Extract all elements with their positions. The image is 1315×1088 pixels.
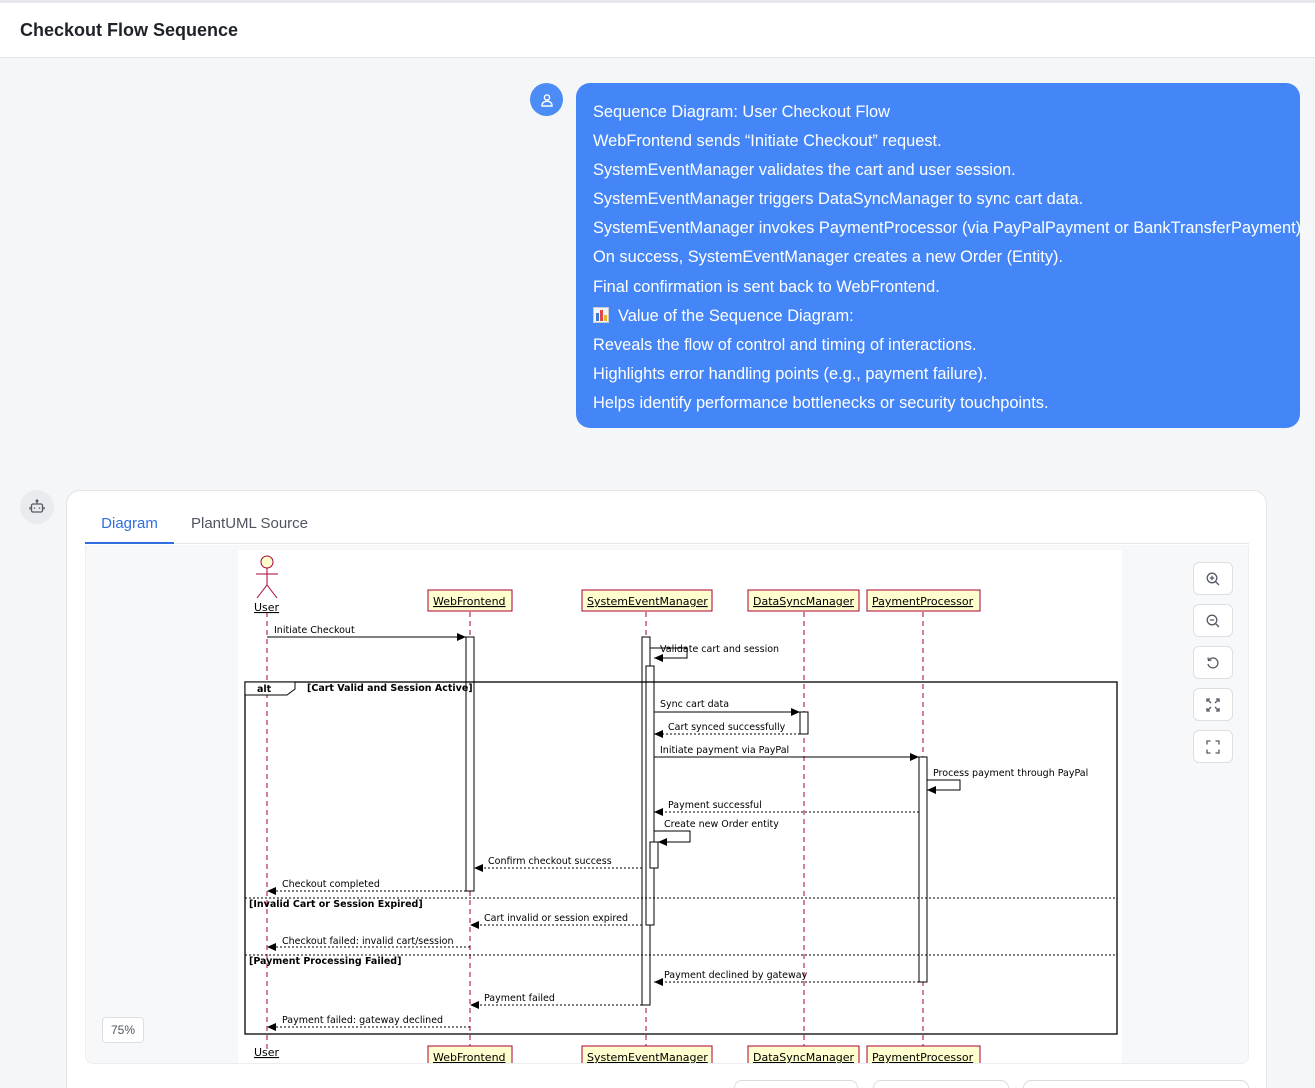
activation-bars [465,636,928,1006]
message-label: Create new Order entity [664,819,779,830]
alt-fragment [244,681,1118,1035]
user-avatar [530,83,563,116]
tab-plantuml-source[interactable]: PlantUML Source [191,515,308,532]
message-label: Checkout failed: invalid cart/session [282,936,453,947]
message-line: Sequence Diagram: User Checkout Flow [593,103,890,121]
arrow-heads [267,633,936,1031]
action-button[interactable] [873,1080,1009,1088]
participant-label-webfrontend: WebFrontend [433,595,506,608]
message-label: Payment successful [668,800,762,811]
message-label: Confirm checkout success [488,856,612,867]
tab-bar: Diagram PlantUML Source [85,505,1249,544]
fullscreen-icon [1206,739,1220,754]
top-border [0,0,1315,3]
message-arrows [267,636,961,1028]
diagram-canvas[interactable]: User WebFrontend SystemEventManager Data… [85,545,1249,1064]
zoom-out-button[interactable] [1193,604,1233,637]
sequence-diagram-svg: User WebFrontend SystemEventManager Data… [244,555,1118,1064]
message-label: Initiate Checkout [274,625,355,636]
sequence-diagram: User WebFrontend SystemEventManager Data… [238,550,1122,1064]
alt-guard-2: [Invalid Cart or Session Expired] [249,899,423,910]
message-label: Payment declined by gateway [664,970,808,981]
participant-boxes-bottom [427,1045,981,1063]
user-icon [540,93,553,107]
participant-boxes-top [427,589,981,612]
alt-keyword: alt [257,684,272,695]
message-line: Helps identify performance bottlenecks o… [593,393,1049,412]
diagram-card: Diagram PlantUML Source [66,490,1267,1088]
action-button[interactable] [734,1080,858,1088]
user-message-bubble: Sequence Diagram: User Checkout Flow Web… [576,83,1306,428]
robot-icon [29,499,45,513]
message-line: WebFrontend sends “Initiate Checkout” re… [593,132,942,151]
reset-view-button[interactable] [1193,646,1233,679]
message-line: On success, SystemEventManager creates a… [593,248,1064,267]
message-line: Highlights error handling points (e.g., … [593,364,988,383]
message-line: Final confirmation is sent back to WebFr… [593,277,940,296]
message-label: Checkout completed [282,879,380,890]
participant-label-user: User [254,601,280,614]
message-label: Process payment through PayPal [933,768,1088,779]
participant-label-systemeventmanager: SystemEventManager [587,595,708,608]
message-label: Cart invalid or session expired [484,913,628,924]
page-header: Checkout Flow Sequence [0,3,1315,58]
participant-label-datasyncmanager-bottom: DataSyncManager [753,1051,854,1064]
fullscreen-button[interactable] [1193,730,1233,763]
alt-guard-3: [Payment Processing Failed] [249,956,401,967]
zoom-level-badge: 75% [102,1017,144,1043]
message-line: Reveals the flow of control and timing o… [593,335,977,354]
participant-label-systemeventmanager-bottom: SystemEventManager [587,1051,708,1064]
page-title: Checkout Flow Sequence [20,20,239,40]
message-line: SystemEventManager triggers DataSyncMana… [593,190,1084,209]
reset-icon [1207,656,1219,669]
message-label: Validate cart and session [660,644,779,655]
participant-label-user-bottom: User [254,1046,280,1059]
message-line: SystemEventManager invokes PaymentProces… [593,219,1306,238]
assistant-avatar [20,490,54,524]
alt-guard-1: [Cart Valid and Session Active] [307,683,473,694]
lifelines [266,612,924,1050]
message-line: SystemEventManager validates the cart an… [593,161,1016,180]
fit-icon [1206,697,1220,712]
value-heading: Value of the Sequence Diagram: [618,306,854,325]
zoom-out-icon [1206,614,1220,627]
zoom-in-button[interactable] [1193,562,1233,595]
message-label: Payment failed: gateway declined [282,1015,443,1026]
participant-label-webfrontend-bottom: WebFrontend [433,1051,506,1064]
message-label: Cart synced successfully [668,722,786,733]
bar-chart-icon [593,306,609,323]
message-label: Sync cart data [660,699,729,710]
message-label: Payment failed [484,993,555,1004]
participant-label-paymentprocessor: PaymentProcessor [872,595,974,608]
action-button[interactable] [1023,1080,1249,1088]
value-heading-line: Value of the Sequence Diagram: [593,302,1284,331]
zoom-in-icon [1206,572,1220,585]
participant-label-datasyncmanager: DataSyncManager [753,595,854,608]
message-label: Initiate payment via PayPal [660,745,789,756]
actor-user-figure [256,555,278,599]
fit-to-screen-button[interactable] [1193,688,1233,721]
participant-label-paymentprocessor-bottom: PaymentProcessor [872,1051,974,1064]
tab-diagram[interactable]: Diagram [85,505,174,544]
